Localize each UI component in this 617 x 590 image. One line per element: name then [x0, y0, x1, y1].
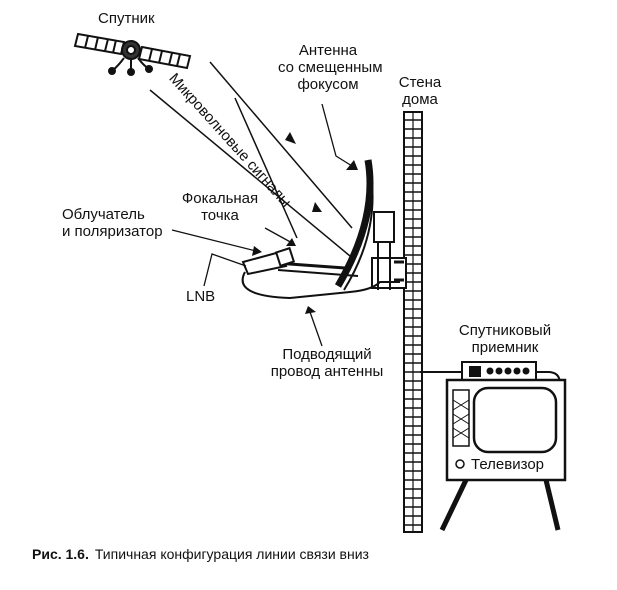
label-receiver-line1: Спутниковый: [458, 322, 552, 339]
caption-prefix: Рис. 1.6.: [32, 546, 89, 562]
label-cable-line1: Подводящий: [282, 346, 372, 363]
label-focal-point: Фокальная точка: [175, 190, 265, 224]
signal-arrowheads: [285, 132, 322, 212]
satellite-receiver: [461, 361, 537, 383]
satellite-illustration: [73, 32, 192, 76]
label-feed-polarizer: Облучатель и поляризатор: [62, 206, 163, 240]
lnb-feed: [241, 246, 296, 276]
label-wall-line1: Стена: [398, 74, 442, 91]
antenna-dish: [261, 159, 407, 291]
pointer-arrowheads: [252, 160, 358, 314]
figure-caption: Рис. 1.6. Типичная конфигурация линии свя…: [32, 546, 369, 562]
label-receiver: Спутниковый приемник: [446, 322, 564, 356]
label-wall-line2: дома: [402, 91, 438, 108]
label-lnb: LNB: [186, 288, 216, 305]
label-cable-line2: провод антенны: [270, 363, 384, 380]
label-antenna: Антенна со смещенным фокусом: [278, 42, 383, 93]
label-feed-line2: и поляризатор: [62, 223, 163, 240]
label-wall: Стена дома: [394, 74, 446, 108]
label-cable: Подводящий провод антенны: [262, 346, 392, 380]
antenna-cable: [241, 271, 400, 300]
label-receiver-line2: приемник: [471, 339, 539, 356]
wall-brick-pattern: [404, 119, 422, 526]
label-feed-line1: Облучатель: [62, 206, 145, 223]
label-antenna-line3: фокусом: [297, 76, 359, 93]
label-antenna-line2: со смещенным: [278, 59, 383, 76]
label-satellite: Спутник: [98, 10, 155, 27]
label-tv: Телевизор: [471, 456, 545, 473]
label-antenna-line1: Антенна: [298, 42, 358, 59]
caption-text: Типичная конфигурация линии связи вниз: [94, 546, 369, 562]
label-focal-line1: Фокальная: [181, 190, 259, 207]
pointer-lines: [171, 103, 353, 347]
television: [439, 378, 567, 532]
microwave-signal-lines: [149, 61, 353, 257]
label-focal-line2: точка: [201, 207, 239, 224]
house-wall: [403, 111, 423, 533]
